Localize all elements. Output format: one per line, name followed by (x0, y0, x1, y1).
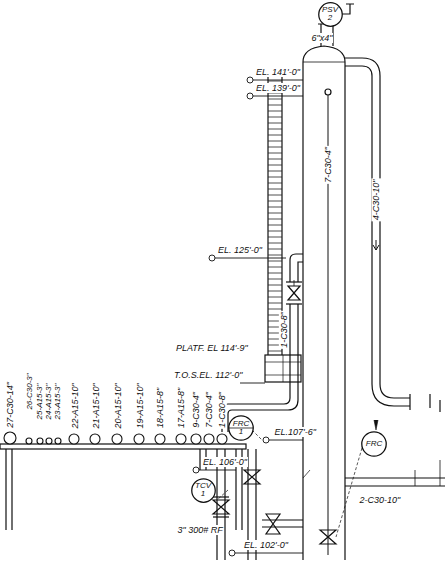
pipe-end (217, 434, 227, 444)
line-number: 4-C30-10" (371, 179, 381, 222)
line-number: 19-A15-10" (134, 382, 144, 429)
line-number: 24-A15-3" (44, 382, 53, 420)
instrument-bubble: TCV 1 (191, 478, 216, 503)
pipe-end (176, 434, 186, 444)
line-number: 7-C30-4" (204, 391, 214, 429)
line-number: 1-C30-8" (217, 391, 227, 429)
elevation-note: PLATF. EL 114'-9" (175, 343, 249, 353)
gate-valve (288, 286, 300, 300)
instrument-bubble: FRC 1 (228, 415, 254, 441)
line-number: 22-A15-10" (69, 382, 79, 429)
line-number: 7-C30-4" (323, 146, 333, 184)
instrument-tag: FRC (366, 440, 382, 448)
pipe-end (134, 434, 144, 444)
instrument-bubble: FRC (361, 431, 387, 457)
elevation-note: T.O.S.EL. 112'-0" (173, 370, 243, 380)
elevation-note: EL.107'-6" (274, 427, 317, 437)
line-number: 27-C30-14" (5, 381, 15, 429)
line-number: 26-C30-3" (25, 372, 34, 410)
line-number: 20-A15-10" (112, 382, 122, 429)
platform (265, 355, 301, 382)
elevation-note: EL. 141'-0" (255, 67, 301, 77)
instrument-tag: TCV 1 (195, 482, 211, 498)
pipe-end (4, 432, 16, 444)
line-number: 25-A15-3" (35, 382, 44, 420)
pipe-end (55, 438, 61, 444)
line-number: 1-C30-8" (279, 311, 289, 349)
pipe-end (204, 434, 214, 444)
pipe-end (191, 434, 201, 444)
line-number: 9-C30-4" (191, 391, 201, 429)
feed-pipe (290, 254, 303, 282)
instrument-tag: PSV 2 (322, 6, 338, 22)
pipe-end (69, 434, 79, 444)
elevation-note: EL. 106'-0" (202, 457, 248, 467)
instrument-bubble: PSV 2 (318, 2, 343, 27)
column-shell (303, 46, 345, 560)
pipe-rack-beam (0, 444, 246, 449)
instrument-tag: FRC 1 (233, 420, 249, 436)
elevation-note: 2-C30-10" (359, 495, 402, 505)
line-number: 18-A15-8" (155, 387, 165, 429)
line-number: 23-A15-3" (53, 382, 62, 420)
elevation-note: EL. 139'-0" (255, 83, 301, 93)
elevation-note: 6"x4" (311, 33, 334, 43)
pipe-end (155, 434, 165, 444)
pipe-end (26, 438, 32, 444)
pipe-end (112, 434, 122, 444)
pipe-end (46, 438, 52, 444)
elevation-note: EL. 125'-0" (217, 245, 263, 255)
elevation-note: EL. 102'-0" (243, 540, 289, 550)
line-number: 17-A15-8" (176, 387, 186, 429)
pipe-end (90, 434, 100, 444)
line-number: 21-A15-10" (90, 382, 100, 429)
overhead-pipe (345, 58, 410, 406)
pipe-end (37, 438, 43, 444)
elevation-note: 3" 300# RF (177, 525, 224, 535)
